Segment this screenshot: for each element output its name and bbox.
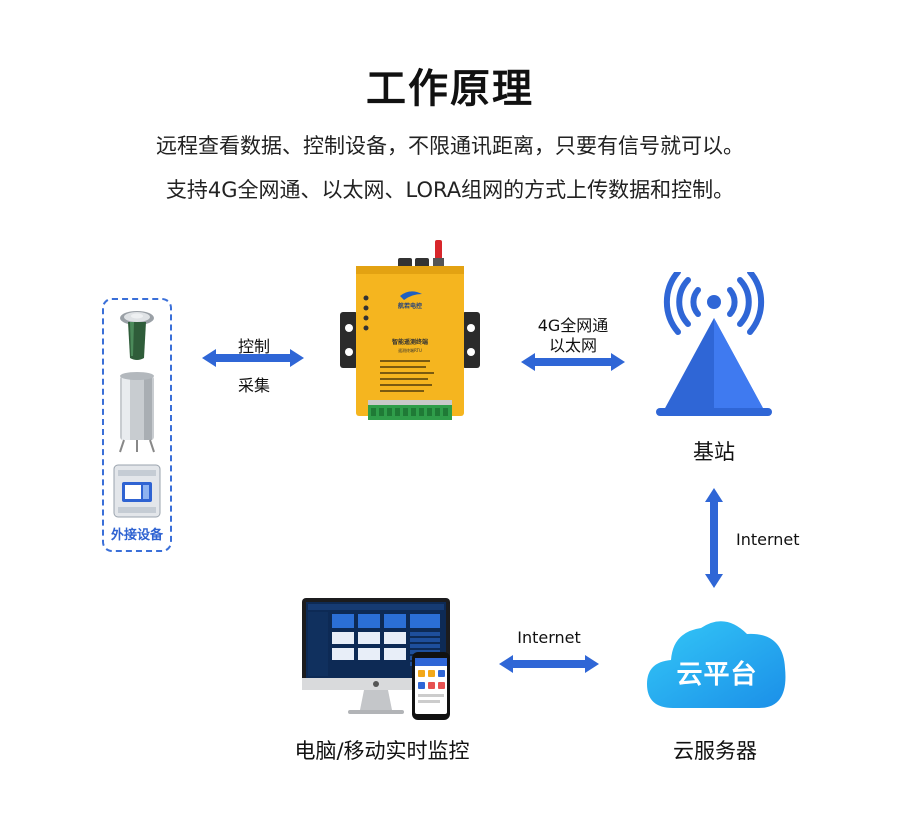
external-devices-illustration — [113, 311, 161, 518]
rtu-station-arrow — [521, 353, 625, 371]
collect-label: 采集 — [237, 376, 270, 395]
subtitle-line-1: 远程查看数据、控制设备，不限通讯距离，只要有信号就可以。 — [156, 134, 744, 158]
cloud-platform-icon — [647, 621, 786, 708]
external-devices-label: 外接设备 — [110, 528, 163, 543]
external-devices-panel — [102, 298, 172, 552]
ethernet-label: 以太网 — [548, 336, 597, 355]
base-station-tower-icon — [656, 272, 772, 416]
rain-gauge-icon — [119, 372, 155, 453]
internet-label-horizontal: Internet — [517, 628, 581, 647]
monitor-phone-icon — [302, 598, 450, 720]
control-cabinet-icon — [113, 464, 161, 518]
rtu-logo-text: 航若电控 — [398, 302, 422, 310]
subtitle-line-2: 支持4G全网通、以太网、LORA组网的方式上传数据和控制。 — [165, 178, 735, 202]
cloud-platform-badge: 云平台 — [676, 660, 758, 690]
rtu-model-line: 遥测终端RTU — [398, 347, 422, 353]
rtu-product-name: 智能遥测终端 — [392, 338, 428, 346]
4g-label: 4G全网通 — [537, 316, 609, 335]
cloud-pc-arrow — [499, 655, 599, 673]
soil-sensor-icon — [120, 311, 154, 360]
station-cloud-arrow — [705, 488, 723, 588]
cloud-server-label: 云服务器 — [673, 739, 757, 763]
devices-rtu-arrow — [202, 349, 304, 367]
base-station-label: 基站 — [693, 440, 735, 464]
control-label: 控制 — [237, 337, 270, 356]
internet-label-vertical: Internet — [736, 530, 800, 549]
page-title: 工作原理 — [366, 66, 534, 112]
rtu-device: 航若电控 智能遥测终端 遥测终端RTU — [340, 238, 480, 438]
monitor-label: 电脑/移动实时监控 — [294, 739, 470, 763]
antenna-icon — [433, 240, 444, 266]
